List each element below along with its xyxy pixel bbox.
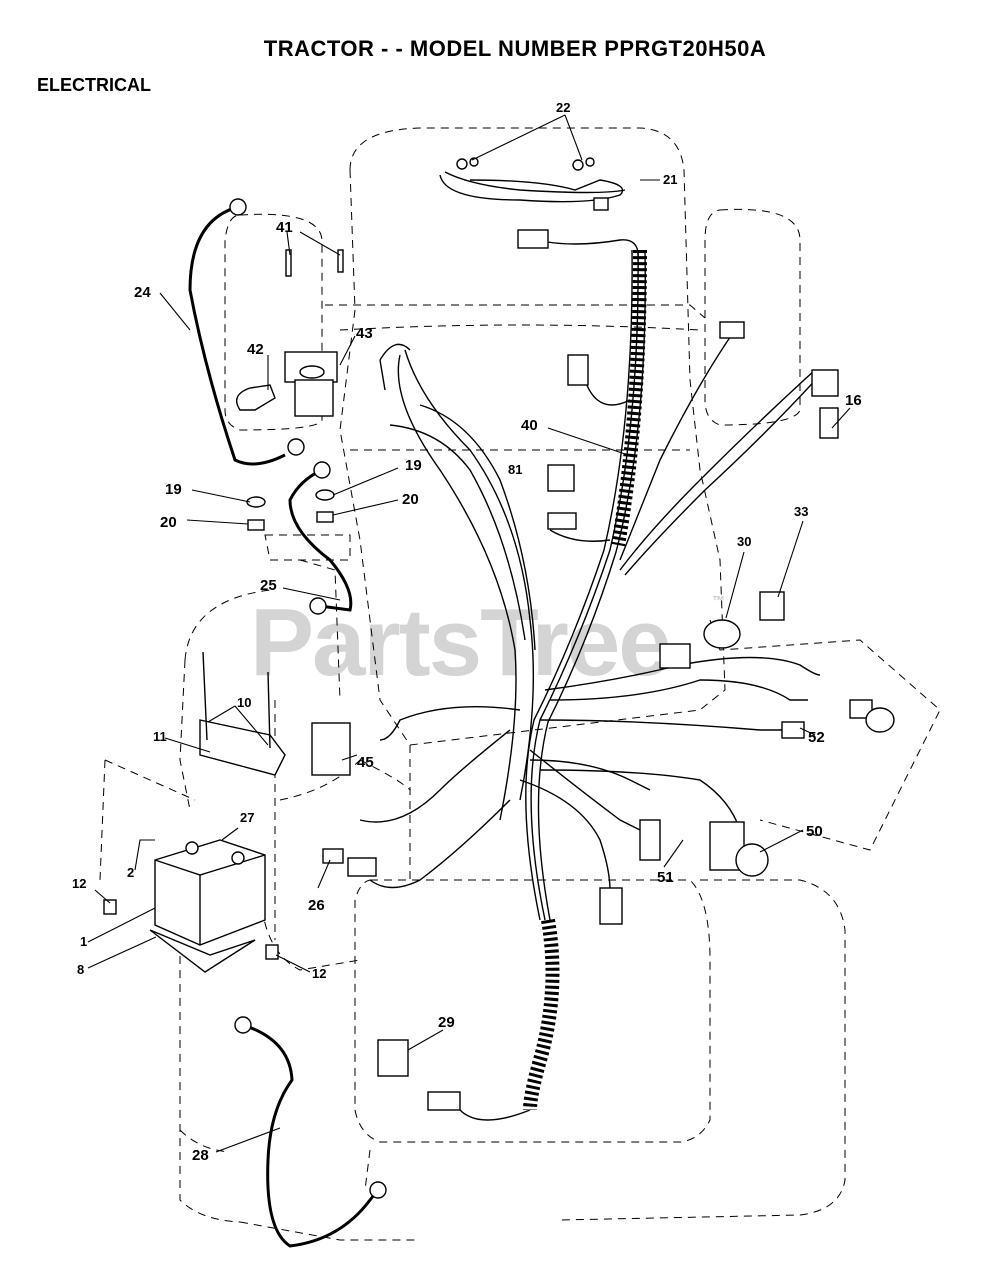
callout-1: 1 [80, 934, 87, 949]
callout-20-right: 20 [402, 491, 419, 508]
wire-harness [359, 229, 821, 921]
callout-10: 10 [237, 695, 251, 710]
callout-28: 28 [192, 1147, 209, 1164]
callout-2: 2 [127, 865, 134, 880]
callout-24: 24 [134, 284, 151, 301]
battery-cables [188, 198, 387, 1248]
callout-19-left: 19 [165, 481, 182, 498]
callout-41: 41 [276, 219, 293, 236]
leader-lines [87, 114, 851, 1153]
washers-nuts [246, 489, 335, 531]
tractor-outline [99, 127, 941, 1241]
callout-19-right: 19 [405, 457, 422, 474]
callout-29: 29 [438, 1014, 455, 1031]
callout-11: 11 [153, 729, 167, 744]
callout-12-right: 12 [312, 966, 326, 981]
section-label: ELECTRICAL [37, 75, 151, 95]
callout-52: 52 [808, 729, 825, 746]
callout-81: 81 [508, 462, 522, 477]
conduit-upper [611, 249, 647, 547]
callout-42: 42 [247, 341, 264, 358]
headlight-harness [439, 157, 626, 211]
callout-40: 40 [521, 417, 538, 434]
callout-labels: 22 21 24 41 42 43 40 16 19 19 20 20 81 2… [72, 100, 862, 1164]
callout-21: 21 [663, 172, 677, 187]
callout-51: 51 [657, 869, 674, 886]
callout-33: 33 [794, 504, 808, 519]
battery [149, 839, 266, 973]
callout-8: 8 [77, 962, 84, 977]
callout-30: 30 [737, 534, 751, 549]
callout-45: 45 [357, 754, 374, 771]
conduit-lower [439, 918, 560, 1121]
watermark-trademark: ™ [712, 593, 725, 608]
callout-25: 25 [260, 577, 277, 594]
callout-20-left: 20 [160, 514, 177, 531]
callout-43: 43 [356, 325, 373, 342]
callout-27: 27 [240, 810, 254, 825]
callout-26: 26 [308, 897, 325, 914]
page-title: TRACTOR - - MODEL NUMBER PPRGT20H50A [263, 36, 767, 61]
callout-50: 50 [806, 823, 823, 840]
callout-22: 22 [556, 100, 570, 115]
solenoid-assembly [236, 249, 344, 417]
callout-12-left: 12 [72, 876, 86, 891]
misc-connectors [103, 321, 895, 1111]
callout-16: 16 [845, 392, 862, 409]
